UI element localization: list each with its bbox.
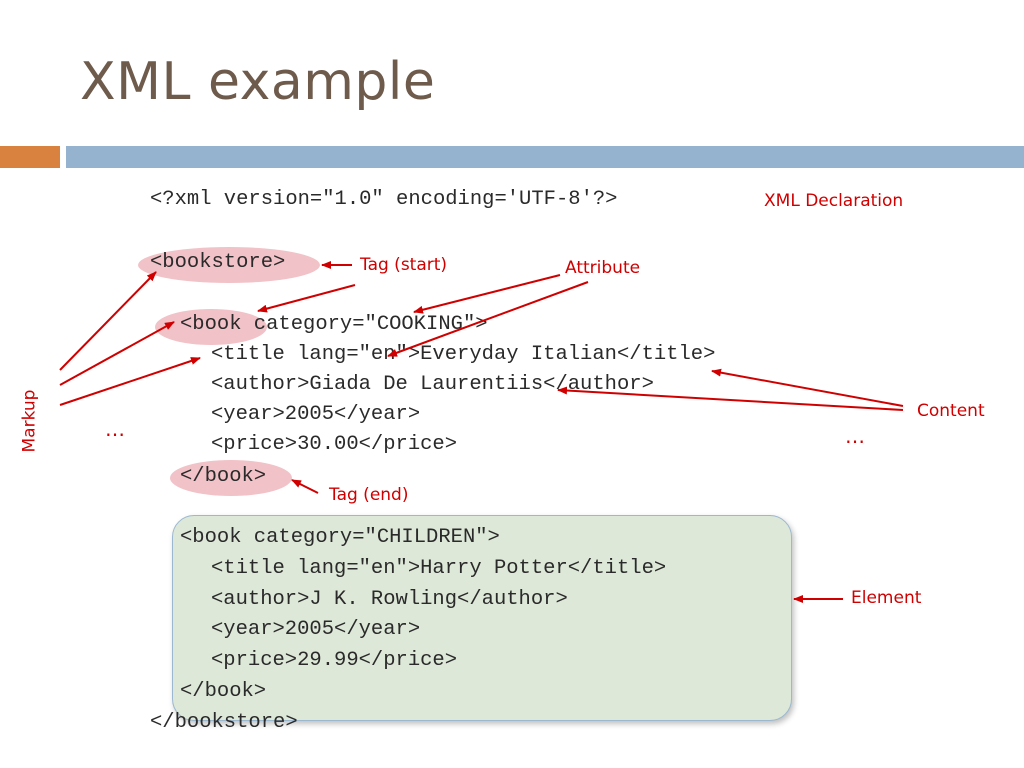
content-arrow-title	[711, 368, 904, 407]
bookstore-open-line: <bookstore>	[150, 251, 286, 274]
book2-price-line: <price>29.99</price>	[211, 649, 458, 672]
book1-open-line: <book category="COOKING">	[180, 313, 488, 336]
book1-close-line: </book>	[180, 465, 267, 488]
xml-declaration-label: XML Declaration	[764, 191, 904, 211]
tag-start-label: Tag (start)	[360, 255, 448, 275]
accent-bar-orange	[0, 146, 60, 168]
bookstore-tag-highlight	[138, 247, 320, 283]
tag-start-arrow-book	[257, 284, 356, 313]
markup-arrow-title	[59, 357, 201, 406]
tag-end-label: Tag (end)	[329, 485, 409, 505]
slide-title: XML example	[80, 52, 436, 112]
accent-bar-blue	[66, 146, 1024, 168]
book1-title-line: <title lang="en">Everyday Italian</title…	[211, 343, 716, 366]
element-box	[172, 515, 792, 721]
tag-end-arrow	[291, 479, 319, 494]
xml-declaration-line: <?xml version="1.0" encoding='UTF-8'?>	[150, 188, 618, 211]
ellipsis-right: …	[845, 424, 865, 448]
book2-open-line: <book category="CHILDREN">	[180, 526, 500, 549]
book2-year-line: <year>2005</year>	[211, 618, 421, 641]
element-label: Element	[851, 588, 922, 608]
attribute-label: Attribute	[565, 258, 641, 278]
book2-author-line: <author>J K. Rowling</author>	[211, 588, 568, 611]
markup-label: Markup	[19, 389, 40, 453]
attribute-arrow-category	[413, 274, 561, 314]
book2-close-line: </book>	[180, 680, 267, 703]
book-end-tag-highlight	[170, 460, 292, 496]
bookstore-close-line: </bookstore>	[150, 711, 298, 734]
book1-price-line: <price>30.00</price>	[211, 433, 458, 456]
ellipsis-left: …	[105, 417, 125, 441]
markup-arrow-bookstore	[59, 271, 157, 371]
content-label: Content	[917, 401, 985, 421]
book2-title-line: <title lang="en">Harry Potter</title>	[211, 557, 667, 580]
book1-author-line: <author>Giada De Laurentiis</author>	[211, 373, 654, 396]
book1-year-line: <year>2005</year>	[211, 403, 421, 426]
